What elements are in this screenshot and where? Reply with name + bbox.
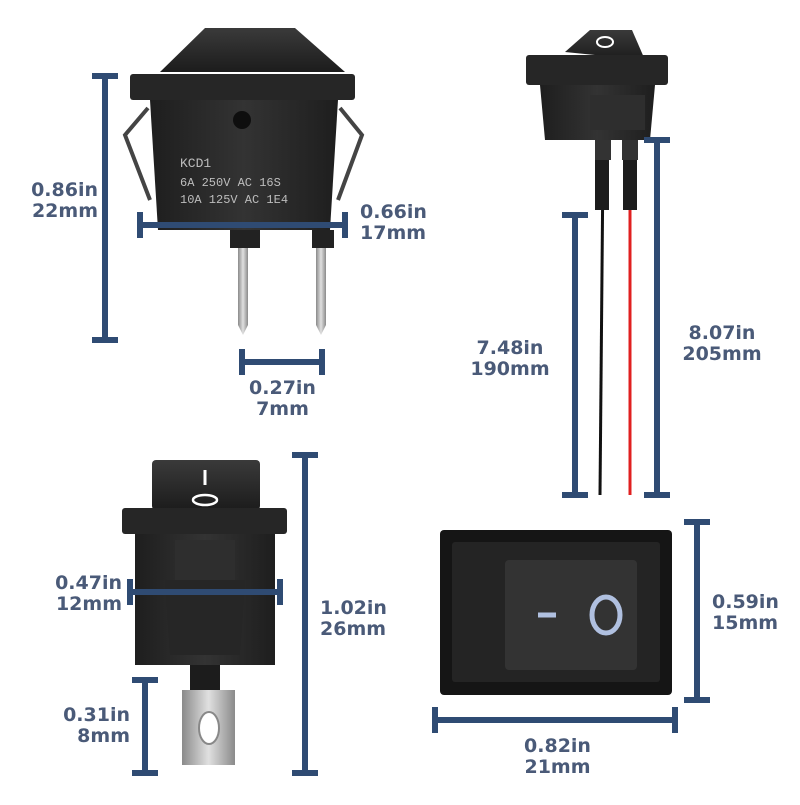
off-symbol-small [596,36,614,48]
dim-label-face-height: 0.59in 15mm [712,591,779,634]
rocker-button [160,28,345,72]
dim-label-terminal-spacing: 0.27in 7mm [249,377,316,420]
switch-side-view-top-left: KCD1 6A 250V AC 16S 10A 125V AC 1E4 [122,28,365,335]
switch-bezel [130,74,355,100]
terminal-base-right [312,230,334,248]
dim-label-wire-black: 7.48in 190mm [470,337,550,380]
bezel-small [526,55,668,85]
indicator-hole [233,111,251,129]
dim-label-depth-body: 0.47in 12mm [55,572,122,615]
dim-label-face-width: 0.82in 21mm [524,735,591,778]
dim-lines-top-right [562,137,670,498]
switch-profile-bottom-left [122,460,287,765]
terminal-base-left [230,230,260,248]
dim-label-terminal-length: 0.31in 8mm [63,704,130,747]
terminal-pin-right [316,248,326,335]
marking-plate-small [590,95,645,130]
switch-housing [150,100,338,230]
terminal-hole [198,711,220,745]
terminal-pin-left [238,248,248,335]
marking-text-line1: KCD1 [180,156,211,171]
wire-lead-red-top [622,140,638,160]
left-clip [122,106,152,201]
switch-front-bottom-right [440,530,672,695]
latch-tab [165,580,245,655]
wire-lead-black-top [595,140,611,160]
bezel-profile [122,508,287,534]
heatshrink-red [623,160,637,210]
marking-text-line3: 10A 125V AC 1E4 [180,193,288,207]
dim-lines-bottom-right [432,519,710,733]
rocker-button-small [565,30,645,60]
right-clip [336,106,365,201]
dim-label-width-body: 0.66in 17mm [360,201,427,244]
rocker-face [505,560,637,670]
dim-lines-top-left [92,73,348,375]
heatshrink-black [595,160,609,210]
marking-text-line2: 6A 250V AC 16S [180,176,281,190]
dim-label-height-main: 0.86in 22mm [31,179,98,222]
dim-lines-bottom-left [127,452,318,776]
black-wire [598,159,605,496]
switch-with-wires-top-right [526,30,668,496]
dim-label-wire-red: 8.07in 205mm [682,322,762,365]
dim-label-height-side: 1.02in 26mm [320,597,387,640]
ribbed-latch [175,540,235,580]
off-symbol-front [589,594,623,636]
off-symbol-profile [191,493,219,507]
